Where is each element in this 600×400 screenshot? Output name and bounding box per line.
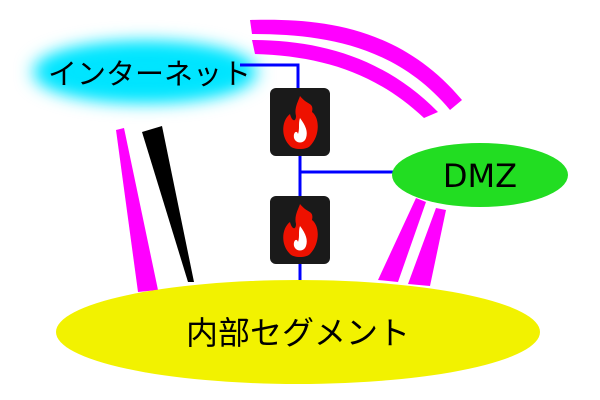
internet-cloud xyxy=(33,42,257,102)
internet-label: インターネット xyxy=(48,57,251,91)
flow-internal-to-dmz-right xyxy=(408,208,446,286)
flow-arc-internet-dmz-inner xyxy=(252,40,438,118)
internal-ellipse xyxy=(56,280,540,384)
fire-icon xyxy=(283,204,318,257)
internet-core xyxy=(45,50,245,94)
network-links xyxy=(240,63,400,292)
flow-internet-to-internal xyxy=(116,128,158,292)
flow-arc-internet-dmz-outer xyxy=(250,19,462,110)
flow-blocked-internal-to-internet xyxy=(142,126,194,282)
internal-label: 内部セグメント xyxy=(186,314,410,352)
dmz-ellipse xyxy=(392,143,568,207)
flow-internal-to-dmz-left xyxy=(378,198,426,282)
link-internet-firewall xyxy=(240,63,300,88)
internal-segment-node: 内部セグメント xyxy=(56,280,540,384)
firewall-lower xyxy=(270,196,330,264)
dmz-node: DMZ xyxy=(392,143,568,207)
dmz-label: DMZ xyxy=(443,157,517,195)
firewall-upper xyxy=(270,88,330,156)
fire-icon xyxy=(283,96,318,149)
traffic-flows xyxy=(116,19,462,292)
